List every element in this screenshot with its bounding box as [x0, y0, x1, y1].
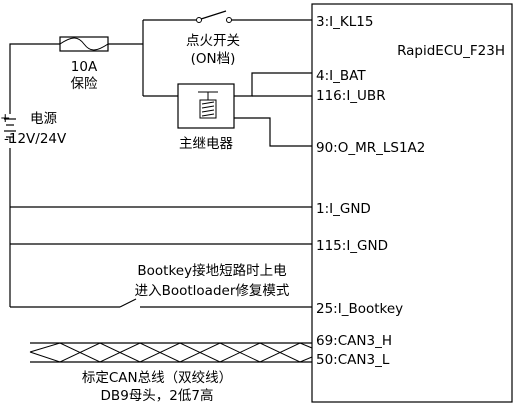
ignition-switch: [196, 10, 232, 23]
ignition-label-line1: 点火开关: [186, 33, 240, 49]
supply-wiring: [9, 19, 312, 147]
can-label-line2: DB9母头，2低7高: [101, 387, 214, 404]
pin-gnd1-label: 1:I_GND: [316, 201, 371, 217]
fuse-label: 保险: [71, 76, 98, 92]
pin-can-l-label: 50:CAN3_L: [316, 352, 390, 368]
ground-wiring: [9, 148, 312, 308]
pin-kl15-label: 3:I_KL15: [316, 14, 373, 30]
fuse-rating: 10A: [71, 59, 98, 75]
pin-relay-label: 90:O_MR_LS1A2: [316, 140, 425, 156]
pin-gnd2-label: 115:I_GND: [316, 238, 388, 254]
pin-bootkey-label: 25:I_Bootkey: [316, 301, 403, 317]
power-voltage: -12V/24V: [4, 131, 67, 147]
pin-can-h-label: 69:CAN3_H: [316, 333, 392, 349]
relay-label: 主继电器: [179, 136, 233, 152]
can-twisted-pair: [29, 342, 313, 363]
pin-bat-label: 4:I_BAT: [316, 68, 366, 84]
fuse: [59, 36, 109, 52]
battery-symbol: +: [0, 110, 16, 143]
ecu-box: RapidECU_F23H: [311, 3, 513, 403]
bootkey-switch: [119, 298, 137, 308]
bootkey-note-line2: 进入Bootloader修复模式: [135, 282, 290, 299]
bootkey-note-line1: Bootkey接地短路时上电: [137, 262, 286, 279]
ignition-label-line2: (ON档): [191, 51, 236, 67]
can-label-line1: 标定CAN总线（双绞线）: [82, 369, 232, 386]
main-relay: [177, 83, 235, 129]
power-label: 电源: [30, 111, 57, 127]
ecu-title: RapidECU_F23H: [397, 43, 505, 59]
pin-ubr-label: 116:I_UBR: [316, 88, 386, 104]
battery-plus: +: [0, 110, 10, 125]
